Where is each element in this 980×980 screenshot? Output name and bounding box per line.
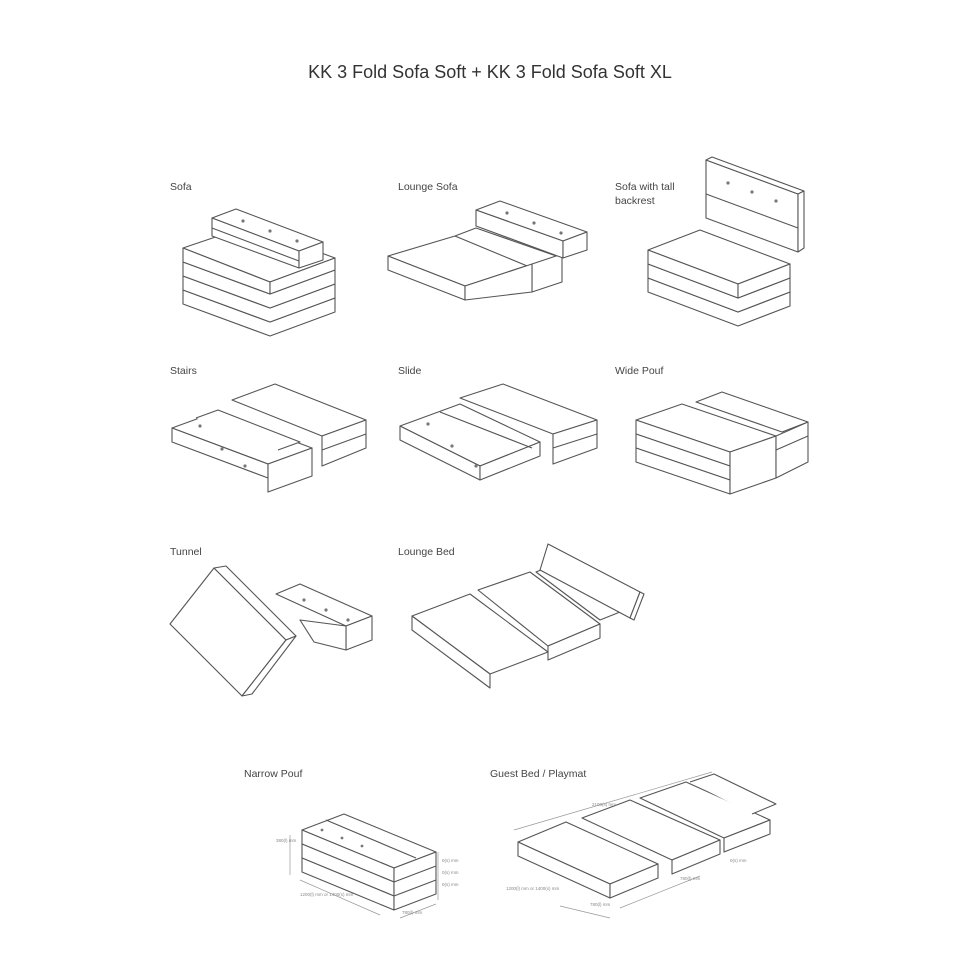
narrow-pouf-layer-3: 0(s) mm <box>442 882 459 887</box>
guest-bed-thickness: 0(s) mm <box>730 858 747 863</box>
label-narrow-pouf: Narrow Pouf <box>244 768 303 780</box>
sofa-tall-drawing <box>647 156 805 327</box>
narrow-pouf-width: 780(l) mm <box>402 910 423 915</box>
guest-bed-width-2: 780(l) mm <box>680 876 701 881</box>
stairs-drawing <box>171 383 367 493</box>
narrow-pouf-drawing: 380(l) mm 0(s) mm 0(s) mm 0(s) mm 1200(l… <box>276 813 459 919</box>
label-stairs: Stairs <box>170 365 197 377</box>
tunnel-drawing <box>169 565 373 697</box>
label-sofa: Sofa <box>170 181 192 193</box>
guest-bed-width: 780(l) mm <box>590 902 611 907</box>
narrow-pouf-height: 380(l) mm <box>276 838 297 843</box>
label-sofa-tall: Sofa with tall backrest <box>615 181 675 207</box>
guest-bed-drawing: 2100(s) mm 1200(l) mm or 1400(s) mm 780(… <box>506 771 777 919</box>
label-wide-pouf: Wide Pouf <box>615 365 664 377</box>
slide-drawing <box>399 383 598 481</box>
guest-bed-length: 2100(s) mm <box>592 802 616 807</box>
page-title: KK 3 Fold Sofa Soft + KK 3 Fold Sofa Sof… <box>308 62 672 82</box>
narrow-pouf-layer-1: 0(s) mm <box>442 858 459 863</box>
label-guest-bed: Guest Bed / Playmat <box>490 768 587 780</box>
label-lounge-bed: Lounge Bed <box>398 546 455 558</box>
narrow-pouf-depth: 1200(l) mm or 1400(s) mm <box>300 892 354 897</box>
lounge-sofa-drawing <box>387 200 588 301</box>
wide-pouf-drawing <box>635 391 809 495</box>
guest-bed-depth: 1200(l) mm or 1400(s) mm <box>506 886 560 891</box>
narrow-pouf-layer-2: 0(s) mm <box>442 870 459 875</box>
label-tunnel: Tunnel <box>170 546 202 558</box>
label-lounge-sofa: Lounge Sofa <box>398 181 458 193</box>
label-slide: Slide <box>398 365 422 377</box>
lounge-bed-drawing <box>411 543 645 689</box>
sofa-drawing <box>182 208 336 337</box>
